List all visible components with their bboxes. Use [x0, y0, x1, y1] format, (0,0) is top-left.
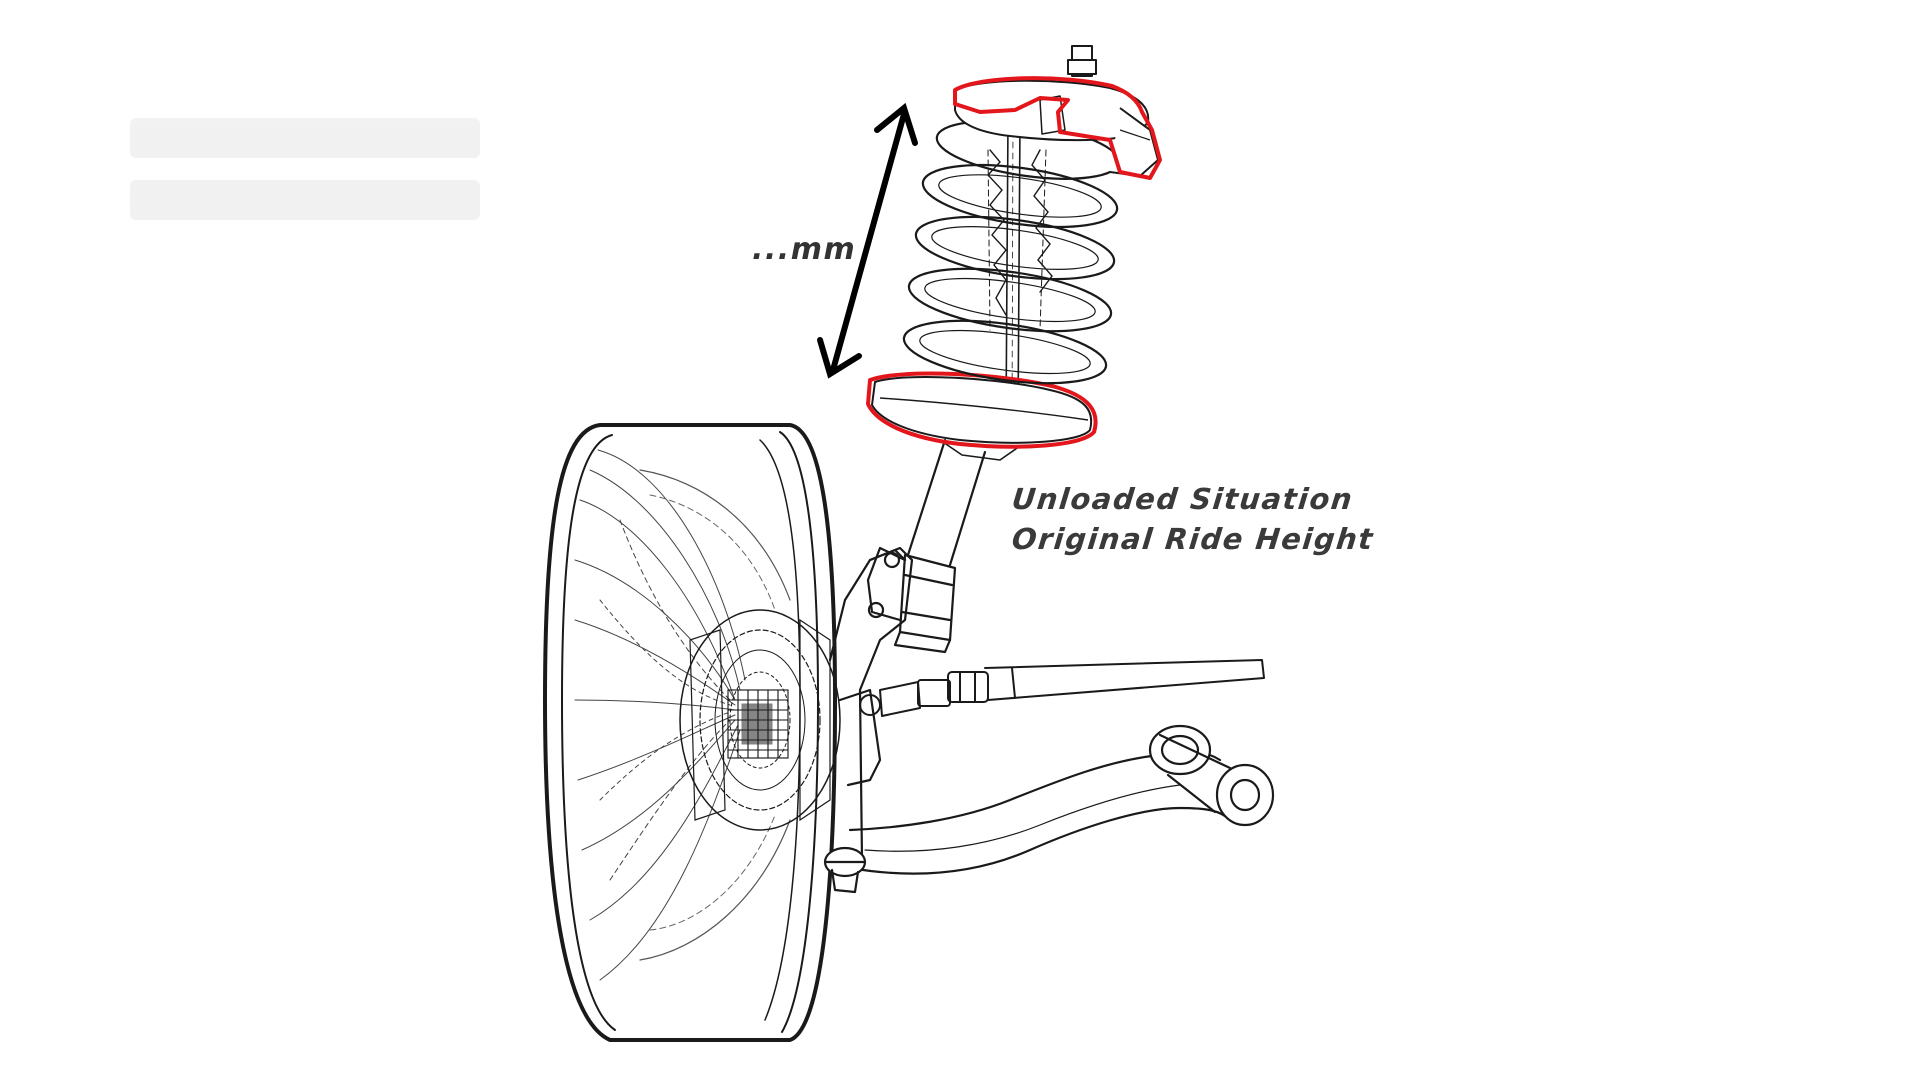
lower-control-arm — [823, 724, 1275, 894]
top-mount-highlight — [953, 76, 1162, 180]
watermark — [130, 118, 480, 220]
hub-assembly — [679, 609, 841, 831]
measurement-arrow — [817, 102, 918, 379]
caption-line-1: Unloaded Situation — [1010, 482, 1355, 516]
top-mount — [953, 45, 1162, 180]
coil-spring — [902, 120, 1121, 385]
caption-line-2: Original Ride Height — [1010, 522, 1376, 556]
tire-outline — [543, 423, 837, 1042]
wheel — [543, 423, 837, 1042]
tie-rod — [859, 659, 1265, 717]
measurement-label: ...mm — [752, 232, 857, 267]
lower-spring-seat — [866, 371, 1098, 461]
